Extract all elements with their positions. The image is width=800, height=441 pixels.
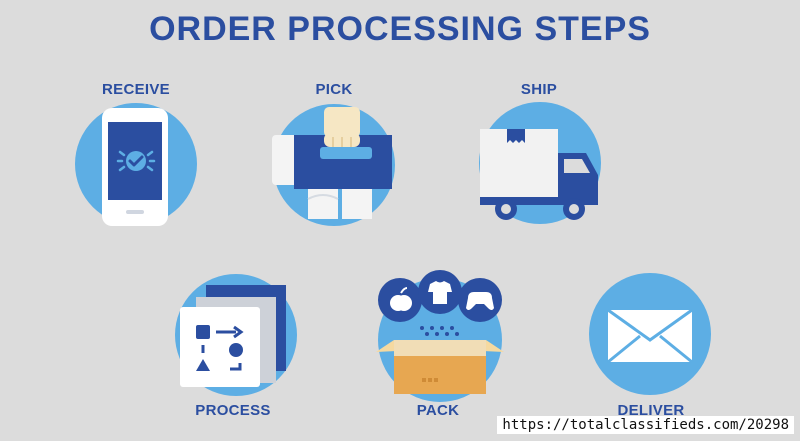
step-label-pack: PACK bbox=[416, 402, 460, 419]
step-deliver: DELIVER bbox=[571, 402, 731, 419]
truck-icon bbox=[479, 102, 601, 224]
box-items-icon bbox=[376, 270, 504, 402]
page-title: ORDER PROCESSING STEPS bbox=[149, 10, 651, 48]
hand-box-icon bbox=[272, 104, 395, 226]
step-label-receive: RECEIVE bbox=[102, 81, 170, 98]
envelope-icon bbox=[589, 273, 711, 395]
step-label-pick: PICK bbox=[315, 81, 353, 98]
step-pick: PICK bbox=[254, 81, 414, 98]
step-pack: PACK bbox=[358, 402, 518, 419]
step-ship: SHIP bbox=[459, 81, 619, 98]
phone-check-icon bbox=[75, 103, 197, 226]
step-receive: RECEIVE bbox=[56, 81, 216, 98]
step-label-ship: SHIP bbox=[520, 81, 558, 98]
step-process: PROCESS bbox=[153, 402, 313, 419]
flowchart-icon bbox=[175, 274, 297, 396]
step-label-process: PROCESS bbox=[195, 402, 271, 419]
watermark-url: https://totalclassifieds.com/20298 bbox=[497, 416, 794, 434]
step-label-deliver: DELIVER bbox=[617, 402, 685, 419]
